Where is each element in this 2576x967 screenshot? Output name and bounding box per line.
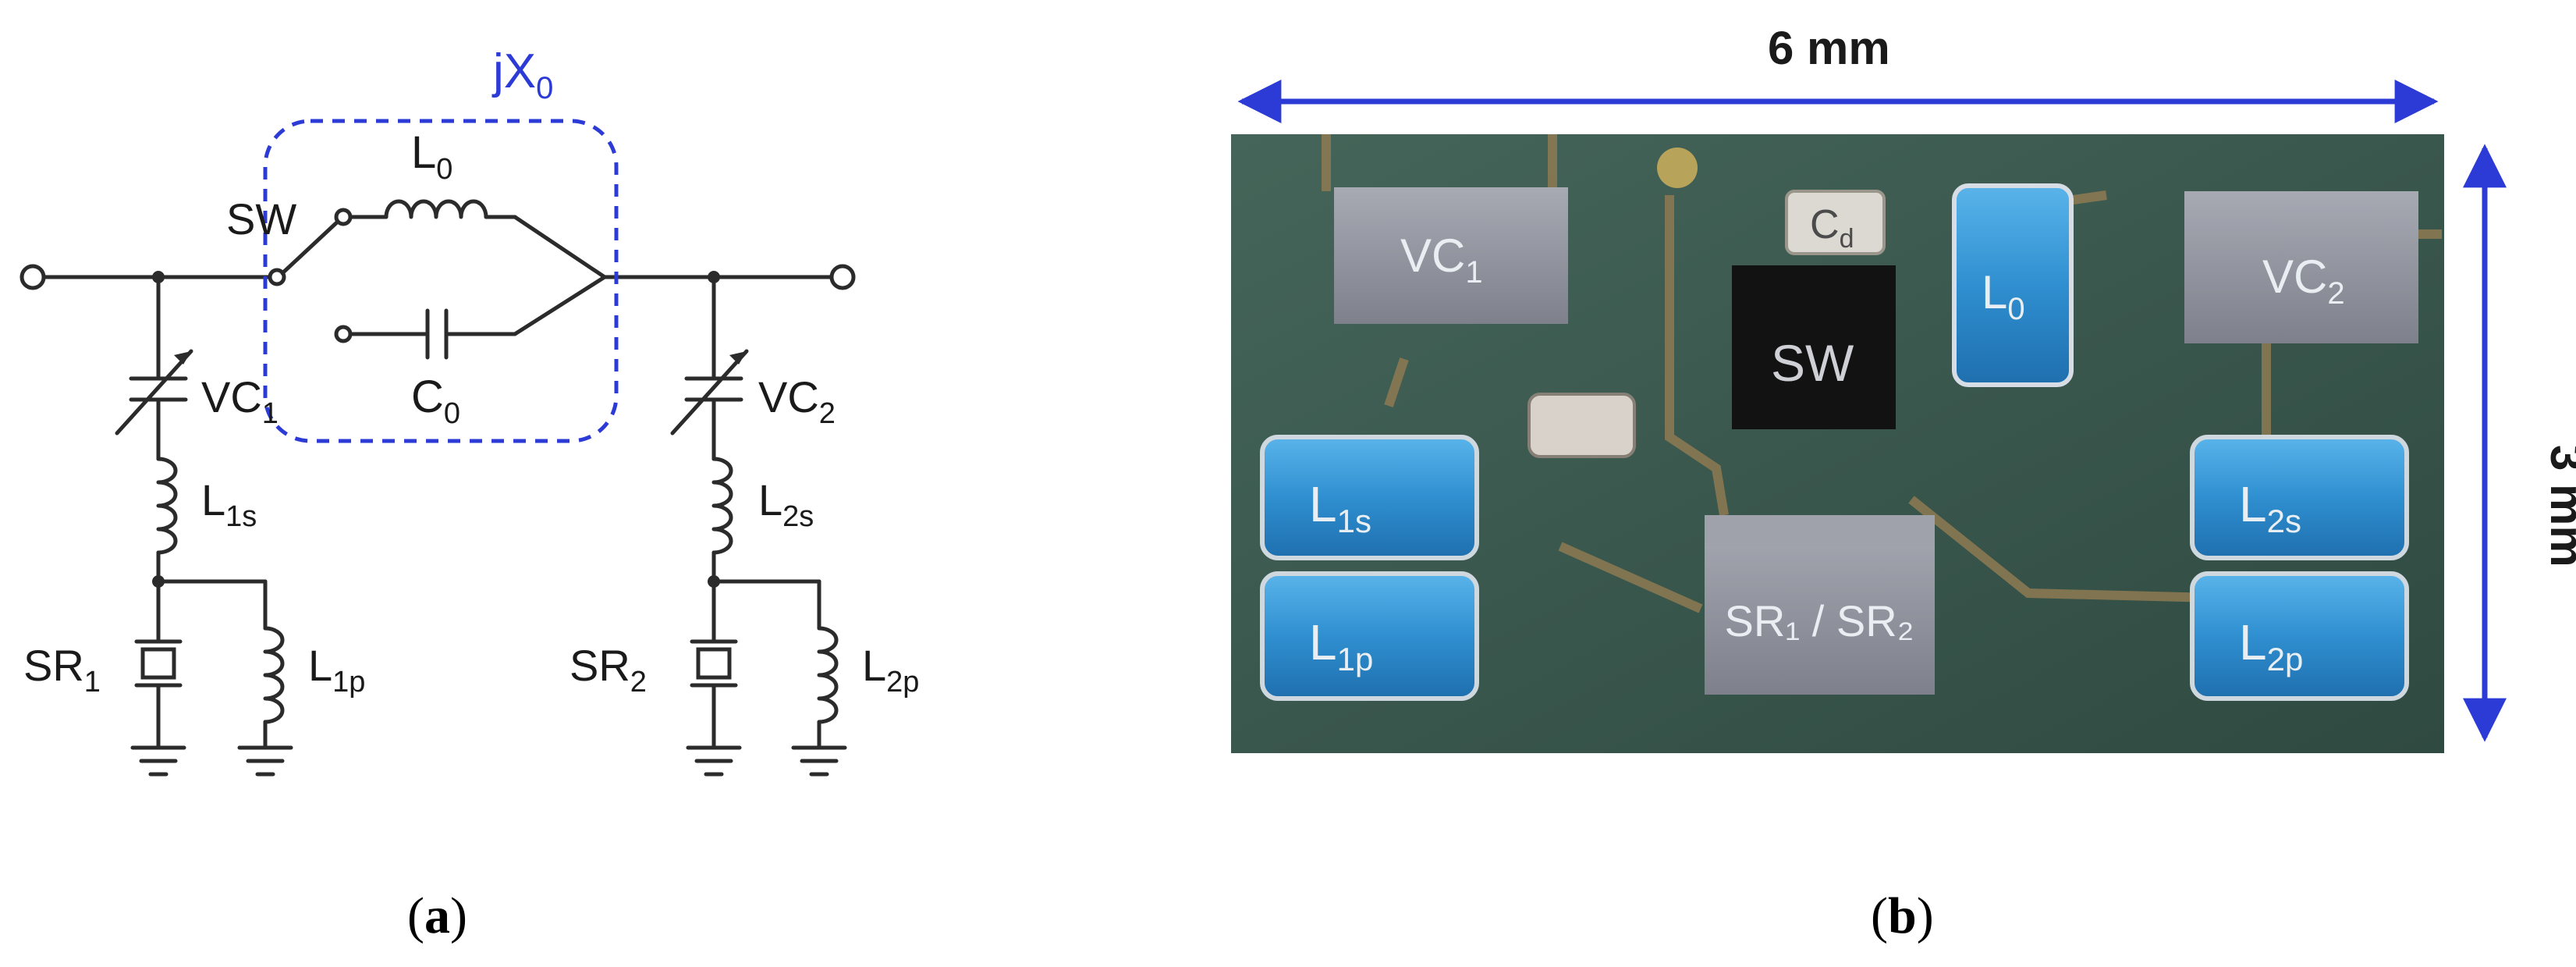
pcb-vc1-label: VC1	[1400, 229, 1483, 290]
height-label: 3 mm	[2541, 445, 2576, 567]
pcb-sw-label: SW	[1771, 334, 1854, 392]
caption-b: (b)	[1871, 887, 1934, 944]
l1s-label: L1s	[201, 475, 257, 533]
c0-label: C0	[411, 372, 460, 430]
jx0-label: jX0	[491, 44, 553, 105]
l1s-component	[1260, 435, 1479, 560]
l1p-label: L1p	[308, 641, 365, 699]
pcb-photo: VC1 Cd SW L0 VC2 L1s L1p L2s L2p SR₁ / S…	[1231, 134, 2444, 753]
jx0-box	[263, 119, 619, 443]
vc1-label: VC1	[201, 372, 279, 430]
l2s-label: L2s	[758, 475, 814, 533]
pcb-vc2-label: VC2	[2262, 251, 2345, 311]
cd-component	[1785, 190, 1886, 255]
l2p-label: L2p	[862, 641, 919, 699]
pcb-l1p-label: L1p	[1309, 614, 1373, 677]
sw-label: SW	[226, 194, 296, 244]
sr1-label: SR1	[23, 641, 101, 699]
l0-component	[1952, 183, 2074, 387]
pcb-l2s-label: L2s	[2239, 476, 2301, 539]
l1p-component	[1260, 571, 1479, 701]
dimension-annotations: 6 mm 3 mm	[1237, 22, 2576, 742]
vc1-component	[1334, 187, 1568, 324]
width-label: 6 mm	[1768, 22, 1890, 74]
sr2-label: SR2	[569, 641, 647, 699]
l2s-component	[2190, 435, 2409, 560]
caption-a: (a)	[407, 887, 467, 944]
pcb-l1s-label: L1s	[1309, 476, 1371, 539]
vc2-component	[2184, 191, 2418, 343]
pcb-cd-label: Cd	[1810, 202, 1854, 254]
pcb-sr-label: SR₁ / SR₂	[1725, 596, 1914, 645]
pcb-l2p-label: L2p	[2239, 614, 2303, 677]
vc2-label: VC2	[758, 372, 836, 430]
l0-label: L0	[411, 127, 452, 186]
l2p-component	[2190, 571, 2409, 701]
circuit-schematic	[20, 119, 856, 777]
circuit-labels: jX0 SW L0 C0 VC1 VC2 L1s L2s SR1 SR2 L1p…	[23, 44, 919, 699]
sw-component	[1732, 265, 1896, 429]
pcb-l0-label: L0	[1982, 266, 2025, 326]
